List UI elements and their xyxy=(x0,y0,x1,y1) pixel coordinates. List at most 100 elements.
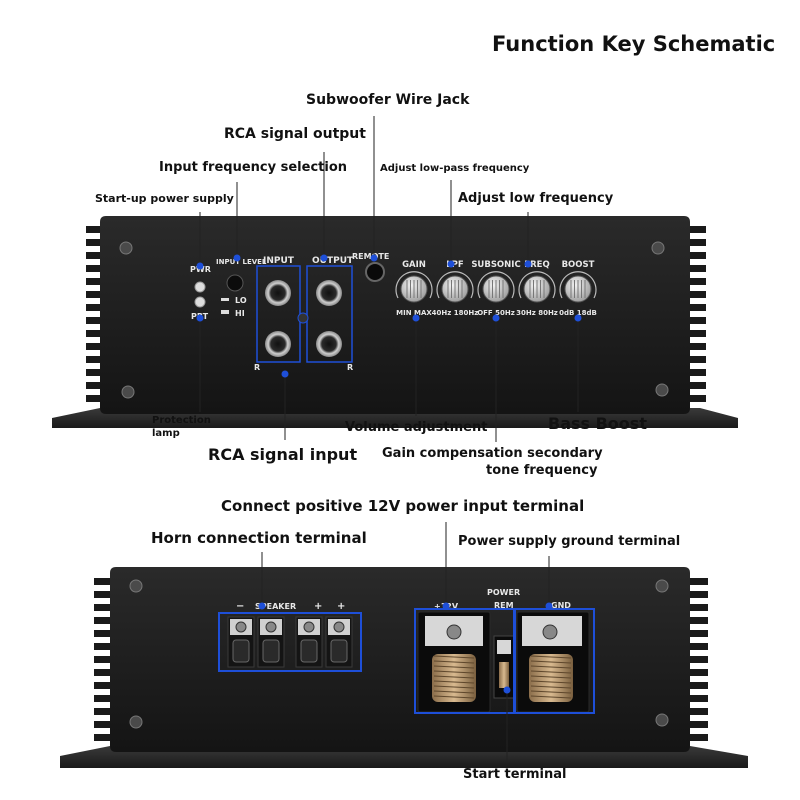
knob-scale: 30Hz 80Hz xyxy=(516,309,558,317)
speaker-clamp-screw xyxy=(303,621,315,633)
speaker-plus-1: + xyxy=(314,601,322,612)
cooling-fin xyxy=(86,278,102,285)
cooling-fin xyxy=(86,395,102,402)
cooling-fin xyxy=(688,695,708,702)
cooling-fin xyxy=(688,617,708,624)
cooling-fin xyxy=(688,356,706,363)
speaker-label: SPEAKER xyxy=(255,602,296,611)
screw-thread xyxy=(433,665,475,669)
cooling-fin xyxy=(688,265,706,272)
cooling-fin xyxy=(86,330,102,337)
cooling-fin xyxy=(86,317,102,324)
cooling-fin xyxy=(688,630,708,637)
rca-output-left-jack[interactable] xyxy=(316,280,342,306)
gnd-terminal-highlight xyxy=(513,608,595,714)
screw-top-right xyxy=(651,241,665,255)
cooling-fin xyxy=(86,239,102,246)
gnd-cap-screw xyxy=(542,624,558,640)
cooling-fin xyxy=(94,708,112,715)
screw-thread xyxy=(433,655,475,659)
bottom-screw-tr xyxy=(655,579,669,593)
bottom-chassis-body xyxy=(110,567,690,752)
top-cooling-fins-right xyxy=(688,226,706,402)
cooling-fin xyxy=(688,656,708,663)
amplifier-bottom-unit: − SPEAKER + + +12V POWER REM GND xyxy=(60,567,748,768)
callout-bass-boost: Bass Boost xyxy=(548,414,647,433)
cooling-fin xyxy=(688,591,708,598)
cooling-fin xyxy=(86,252,102,259)
cooling-fin xyxy=(688,317,706,324)
cooling-fin xyxy=(688,278,706,285)
callout-start-up-power-supply: Start-up power supply xyxy=(95,192,234,205)
speaker-plus-2: + xyxy=(337,601,345,612)
hi-mark xyxy=(221,310,229,314)
cooling-fin xyxy=(688,330,706,337)
screw-thread xyxy=(433,670,475,674)
cooling-fin xyxy=(688,669,708,676)
leader-lines xyxy=(196,116,582,762)
speaker-terminal-screw[interactable] xyxy=(300,639,318,663)
bottom-cooling-fins-right xyxy=(688,578,708,741)
speaker-clamp-screw xyxy=(265,621,277,633)
cooling-fin xyxy=(94,656,112,663)
hi-label: HI xyxy=(235,309,245,318)
knob-dial-arc xyxy=(518,271,556,299)
cooling-fin xyxy=(86,382,102,389)
callout-rca-signal-output: RCA signal output xyxy=(224,126,366,142)
rem-label: REM xyxy=(494,601,514,610)
callout-volume-adjustment: Volume adjustment xyxy=(345,420,488,435)
rem-terminal-screw[interactable] xyxy=(499,662,509,688)
bottom-screw-tl xyxy=(129,579,143,593)
rca-output-highlight xyxy=(306,265,353,363)
screw-bottom-right xyxy=(655,383,669,397)
screw-thread xyxy=(433,680,475,684)
callout-protection-lamp-line2: lamp xyxy=(152,428,180,439)
knob-scale: 40Hz 180Hz xyxy=(432,309,479,317)
callout-horn-connection-terminal: Horn connection terminal xyxy=(151,529,367,547)
callout-power-supply-ground-terminal: Power supply ground terminal xyxy=(458,534,681,549)
knob-scale: OFF 50Hz xyxy=(477,309,515,317)
knob-dial-arc xyxy=(436,271,474,299)
speaker-terminal-screw[interactable] xyxy=(232,639,250,663)
rca-input-left-jack[interactable] xyxy=(265,280,291,306)
rca-output-right-jack[interactable] xyxy=(316,331,342,357)
input-level-label: INPUT LEVEL xyxy=(216,258,267,266)
speaker-clamp-screw xyxy=(333,621,345,633)
screw-thread xyxy=(433,690,475,694)
rca-input-right-jack[interactable] xyxy=(265,331,291,357)
cooling-fin xyxy=(94,591,112,598)
screw-bottom-left xyxy=(121,385,135,399)
screw-thread xyxy=(530,665,572,669)
screw-thread xyxy=(530,680,572,684)
knob-scale: 0dB 18dB xyxy=(559,309,597,317)
page-title: Function Key Schematic xyxy=(492,32,776,56)
screw-thread xyxy=(530,685,572,689)
callout-rca-signal-input: RCA signal input xyxy=(208,445,358,464)
knob-dial-arc xyxy=(559,271,597,299)
r-right-label: R xyxy=(347,363,353,372)
lo-mark xyxy=(221,298,229,301)
remote-jack[interactable] xyxy=(365,262,385,282)
plus12v-cap-screw xyxy=(446,624,462,640)
cooling-fin xyxy=(688,395,706,402)
speaker-minus-1: − xyxy=(236,601,244,612)
cooling-fin xyxy=(688,578,708,585)
speaker-terminal-block xyxy=(227,616,353,668)
cooling-fin xyxy=(86,291,102,298)
output-header: OUTPUT xyxy=(312,256,354,266)
input-level-switch[interactable] xyxy=(226,274,244,292)
speaker-terminal-screw[interactable] xyxy=(262,639,280,663)
amplifier-top-unit: PWR PRT INPUT LEVEL LO HI INPUT OUTPUT R… xyxy=(52,216,738,428)
input-header: INPUT xyxy=(263,256,295,266)
cooling-fin xyxy=(688,343,706,350)
cooling-fin xyxy=(688,604,708,611)
power-label: POWER xyxy=(487,588,520,597)
screw-top-left xyxy=(119,241,133,255)
speaker-terminal-screw[interactable] xyxy=(330,639,348,663)
